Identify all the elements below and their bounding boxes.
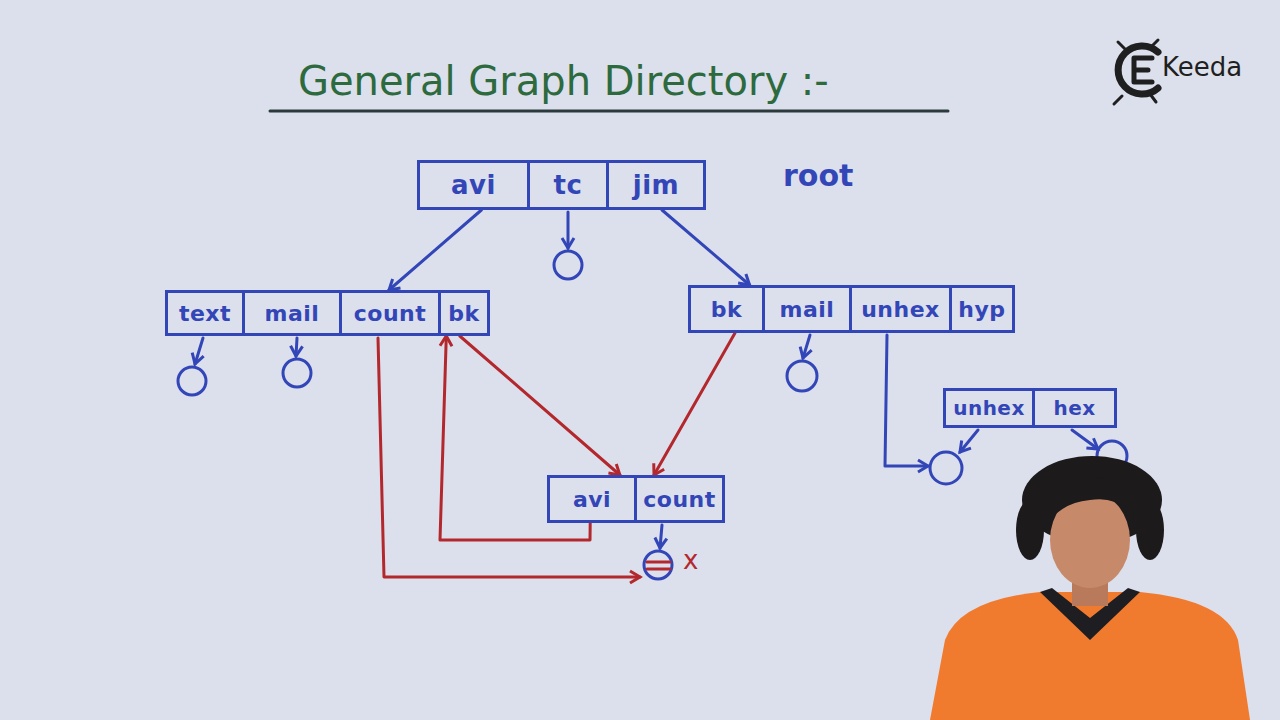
directory-link bbox=[460, 336, 620, 475]
root-label: root bbox=[783, 158, 853, 193]
directory-entry: bk bbox=[438, 290, 490, 336]
delete-mark: x bbox=[683, 545, 698, 575]
directory-link bbox=[662, 210, 750, 285]
entry-name: unhex bbox=[861, 297, 940, 322]
directory-link bbox=[440, 336, 590, 540]
directory-entry: hex bbox=[1032, 388, 1117, 428]
logo-legs bbox=[1114, 40, 1158, 104]
file-pointer bbox=[960, 430, 978, 452]
deleted-file-circle bbox=[644, 551, 672, 579]
presenter-hair bbox=[1136, 500, 1164, 560]
file-pointer bbox=[885, 335, 928, 466]
directory-entry: hyp bbox=[949, 285, 1015, 333]
entry-name: bk bbox=[711, 297, 742, 322]
file-pointer bbox=[803, 335, 810, 358]
entry-name: mail bbox=[265, 301, 320, 326]
entry-name: text bbox=[179, 301, 231, 326]
file-circle bbox=[283, 359, 311, 387]
file-circle bbox=[178, 367, 206, 395]
logo-mark bbox=[1134, 58, 1152, 82]
presenter-hair bbox=[1016, 500, 1044, 560]
entry-name: hex bbox=[1053, 396, 1095, 420]
directory-entry: avi bbox=[547, 475, 637, 523]
diagram-title: General Graph Directory :- bbox=[298, 58, 829, 104]
entry-name: count bbox=[643, 487, 716, 512]
presenter-fringe bbox=[1050, 477, 1134, 520]
directory-entry: count bbox=[634, 475, 725, 523]
directory-entry: mail bbox=[242, 290, 342, 336]
entry-name: jim bbox=[633, 170, 679, 200]
directory-entry: avi bbox=[417, 160, 530, 210]
entry-name: mail bbox=[780, 297, 835, 322]
file-circle bbox=[554, 251, 582, 279]
directory-link bbox=[654, 333, 735, 475]
directory-entry: jim bbox=[606, 160, 706, 210]
file-pointer bbox=[567, 212, 570, 248]
directory-entry: bk bbox=[688, 285, 765, 333]
title-underline bbox=[270, 110, 948, 113]
directory-entry: unhex bbox=[849, 285, 952, 333]
entry-name: hyp bbox=[958, 297, 1005, 322]
entry-name: bk bbox=[448, 301, 479, 326]
file-pointer bbox=[660, 525, 662, 548]
file-circle bbox=[930, 452, 962, 484]
presenter-shirt bbox=[930, 592, 1250, 720]
entry-name: tc bbox=[554, 170, 583, 200]
strike-mark bbox=[647, 568, 670, 571]
logo-ring bbox=[1118, 46, 1158, 94]
file-pointer bbox=[1072, 430, 1098, 449]
file-pointer bbox=[195, 338, 203, 364]
directory-entry: unhex bbox=[943, 388, 1035, 428]
directory-entry: tc bbox=[527, 160, 609, 210]
directory-entry: text bbox=[165, 290, 245, 336]
watermark: Keeda bbox=[1162, 52, 1242, 82]
directory-link bbox=[389, 210, 481, 290]
entry-name: unhex bbox=[953, 396, 1025, 420]
strike-mark bbox=[647, 561, 670, 564]
entry-name: count bbox=[354, 301, 427, 326]
file-pointer bbox=[296, 338, 297, 356]
file-circle bbox=[787, 361, 817, 391]
entry-name: avi bbox=[451, 170, 496, 200]
entry-name: avi bbox=[573, 487, 611, 512]
directory-entry: count bbox=[339, 290, 441, 336]
directory-entry: mail bbox=[762, 285, 852, 333]
